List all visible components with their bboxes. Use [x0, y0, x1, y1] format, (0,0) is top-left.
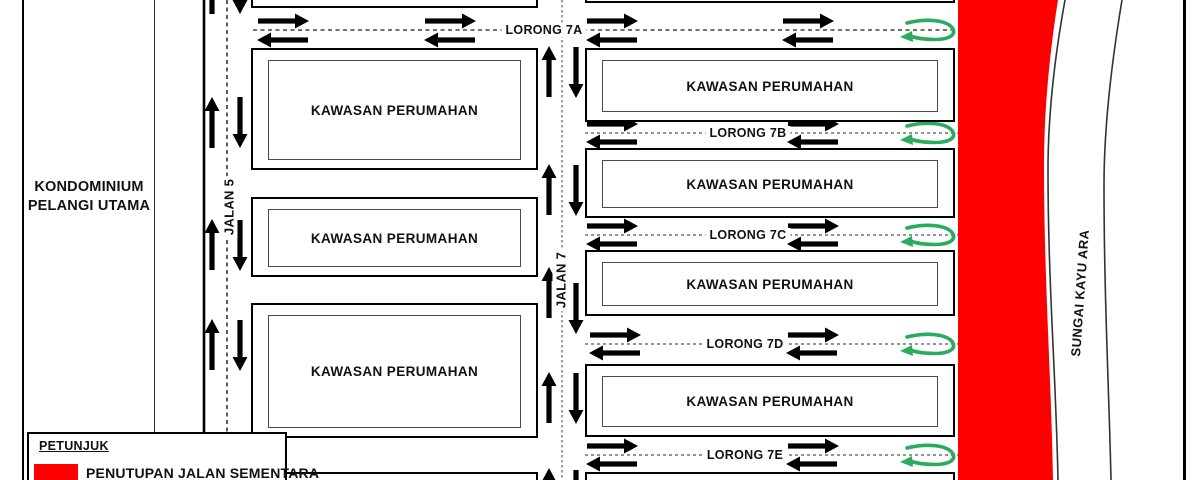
arrow-down-icon: [232, 97, 248, 148]
housing-block-label: KAWASAN PERUMAHAN: [310, 102, 479, 118]
arrow-up-icon: [204, 97, 220, 148]
uturn-arrow-icon: [898, 443, 956, 469]
arrow-right-icon: [425, 13, 476, 29]
housing-block-label: KAWASAN PERUMAHAN: [310, 364, 479, 379]
arrow-left-icon: [782, 32, 833, 48]
map-right-border: [1183, 0, 1186, 480]
river-left-bank: [1047, 0, 1066, 480]
housing-block: KAWASAN PERUMAHAN: [585, 250, 955, 316]
housing-block-label: KAWASAN PERUMAHAN: [686, 394, 854, 409]
arrow-up-icon: [204, 319, 220, 370]
housing-block: KAWASAN PERUMAHAN: [585, 48, 955, 122]
housing-block: KAWASAN PERUMAHAN: [585, 364, 955, 437]
arrow-left-icon: [589, 345, 640, 361]
lorong7b-label: LORONG 7B: [705, 126, 791, 140]
kondominium-label: KONDOMINIUM PELANGI UTAMA: [24, 178, 154, 216]
housing-block-inner: KAWASAN PERUMAHAN: [602, 160, 938, 208]
housing-block-label: KAWASAN PERUMAHAN: [686, 276, 854, 292]
arrow-left-icon: [786, 456, 837, 472]
arrow-up-icon: [541, 372, 557, 423]
housing-block-inner: KAWASAN PERUMAHAN: [602, 262, 938, 306]
legend-item: PENUTUPAN JALAN SEMENTARA: [34, 464, 319, 480]
housing-block-label: KAWASAN PERUMAHAN: [686, 78, 854, 94]
housing-block-inner: KAWASAN PERUMAHAN: [268, 60, 521, 160]
arrow-down-icon: [568, 470, 584, 480]
arrow-right-icon: [590, 327, 641, 343]
arrow-right-icon: [783, 13, 834, 29]
road-closure-area: [958, 0, 1058, 480]
arrow-left-icon: [586, 456, 637, 472]
arrow-down-icon: [232, 0, 248, 14]
uturn-arrow-icon: [898, 18, 956, 44]
housing-block: KAWASAN PERUMAHAN: [585, 148, 955, 218]
housing-block: KAWASAN PERUMAHAN: [251, 303, 538, 438]
uturn-arrow-icon: [898, 121, 956, 147]
housing-block: KAWASAN PERUMAHAN: [251, 197, 538, 277]
housing-block-partial: [251, 0, 538, 8]
arrow-left-icon: [586, 32, 637, 48]
housing-block-inner: KAWASAN PERUMAHAN: [268, 315, 521, 428]
arrow-up-icon: [204, 219, 220, 270]
legend-title: PETUNJUK: [39, 439, 109, 453]
arrow-right-icon: [788, 438, 839, 454]
arrow-down-icon: [568, 373, 584, 424]
arrow-down-icon: [232, 320, 248, 371]
arrow-down-icon: [568, 283, 584, 334]
jalan7-label: JALAN 7: [552, 248, 570, 312]
jalan5-label: JALAN 5: [220, 175, 238, 239]
closure-color-swatch: [34, 464, 78, 480]
arrow-right-icon: [587, 438, 638, 454]
legend-item-label: PENUTUPAN JALAN SEMENTARA: [86, 464, 320, 480]
arrow-up-icon: [204, 0, 220, 14]
lorong7a-label: LORONG 7A: [501, 23, 587, 37]
river-right-bank: [1103, 0, 1123, 480]
arrow-up-icon: [541, 46, 557, 97]
arrow-right-icon: [788, 218, 839, 234]
kondominium-label-line2: PELANGI UTAMA: [27, 198, 151, 214]
housing-block-label: KAWASAN PERUMAHAN: [310, 230, 479, 246]
arrow-right-icon: [587, 218, 638, 234]
arrow-right-icon: [587, 13, 638, 29]
housing-block-inner: KAWASAN PERUMAHAN: [602, 60, 938, 112]
housing-block: KAWASAN PERUMAHAN: [251, 48, 538, 170]
uturn-arrow-icon: [898, 223, 956, 249]
kondominium-block: KONDOMINIUM PELANGI UTAMA: [22, 0, 155, 480]
lorong7d-label: LORONG 7D: [702, 337, 788, 351]
lorong7c-label: LORONG 7C: [705, 228, 791, 242]
arrow-down-icon: [568, 165, 584, 216]
housing-block-partial: [585, 472, 955, 480]
housing-block-inner: KAWASAN PERUMAHAN: [602, 376, 938, 427]
arrow-left-icon: [424, 32, 475, 48]
legend-box: PETUNJUK PENUTUPAN JALAN SEMENTARA: [27, 432, 319, 480]
arrow-up-icon: [541, 468, 557, 480]
arrow-left-icon: [257, 32, 308, 48]
kondominium-label-line1: KONDOMINIUM: [34, 179, 144, 195]
arrow-right-icon: [788, 327, 839, 343]
arrow-left-icon: [786, 345, 837, 361]
arrow-right-icon: [258, 13, 309, 29]
arrow-up-icon: [541, 164, 557, 215]
lorong7e-label: LORONG 7E: [702, 448, 788, 462]
housing-block-label: KAWASAN PERUMAHAN: [686, 176, 854, 192]
uturn-arrow-icon: [898, 332, 956, 358]
housing-block-inner: KAWASAN PERUMAHAN: [268, 209, 521, 267]
arrow-down-icon: [568, 47, 584, 98]
housing-block-partial: [585, 0, 955, 3]
